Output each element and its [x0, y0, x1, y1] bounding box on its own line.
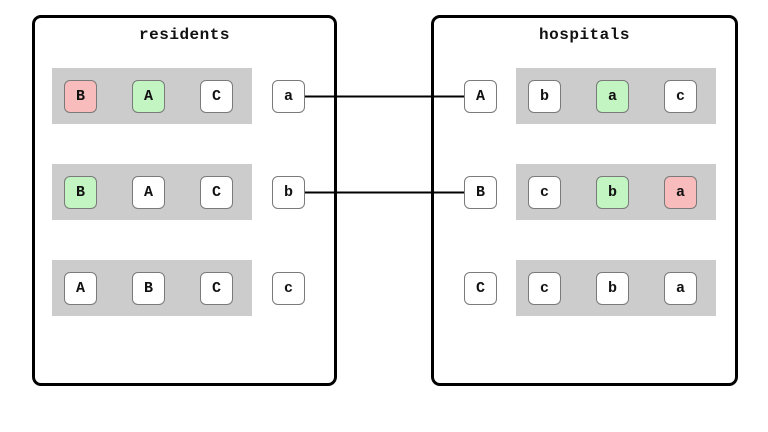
hospital-B-pref-3: a [664, 176, 697, 209]
resident-c-pref-3: C [200, 272, 233, 305]
hospital-node-A: A [464, 80, 497, 113]
hospital-A-pref-2: a [596, 80, 629, 113]
hospital-B-pref-2: b [596, 176, 629, 209]
resident-a-pref-3: C [200, 80, 233, 113]
residents-title: residents [139, 26, 230, 44]
resident-b-pref-2: A [132, 176, 165, 209]
resident-node-b: b [272, 176, 305, 209]
resident-b-pref-3: C [200, 176, 233, 209]
hospitals-title: hospitals [539, 26, 630, 44]
hospital-B-pref-1: c [528, 176, 561, 209]
hospital-node-C: C [464, 272, 497, 305]
hospital-A-pref-1: b [528, 80, 561, 113]
hospital-C-pref-2: b [596, 272, 629, 305]
resident-node-a: a [272, 80, 305, 113]
resident-b-pref-1: B [64, 176, 97, 209]
resident-node-c: c [272, 272, 305, 305]
hospital-C-pref-1: c [528, 272, 561, 305]
hospital-C-pref-3: a [664, 272, 697, 305]
hospital-node-B: B [464, 176, 497, 209]
resident-a-pref-2: A [132, 80, 165, 113]
resident-c-pref-2: B [132, 272, 165, 305]
resident-c-pref-1: A [64, 272, 97, 305]
hospital-A-pref-3: c [664, 80, 697, 113]
resident-a-pref-1: B [64, 80, 97, 113]
